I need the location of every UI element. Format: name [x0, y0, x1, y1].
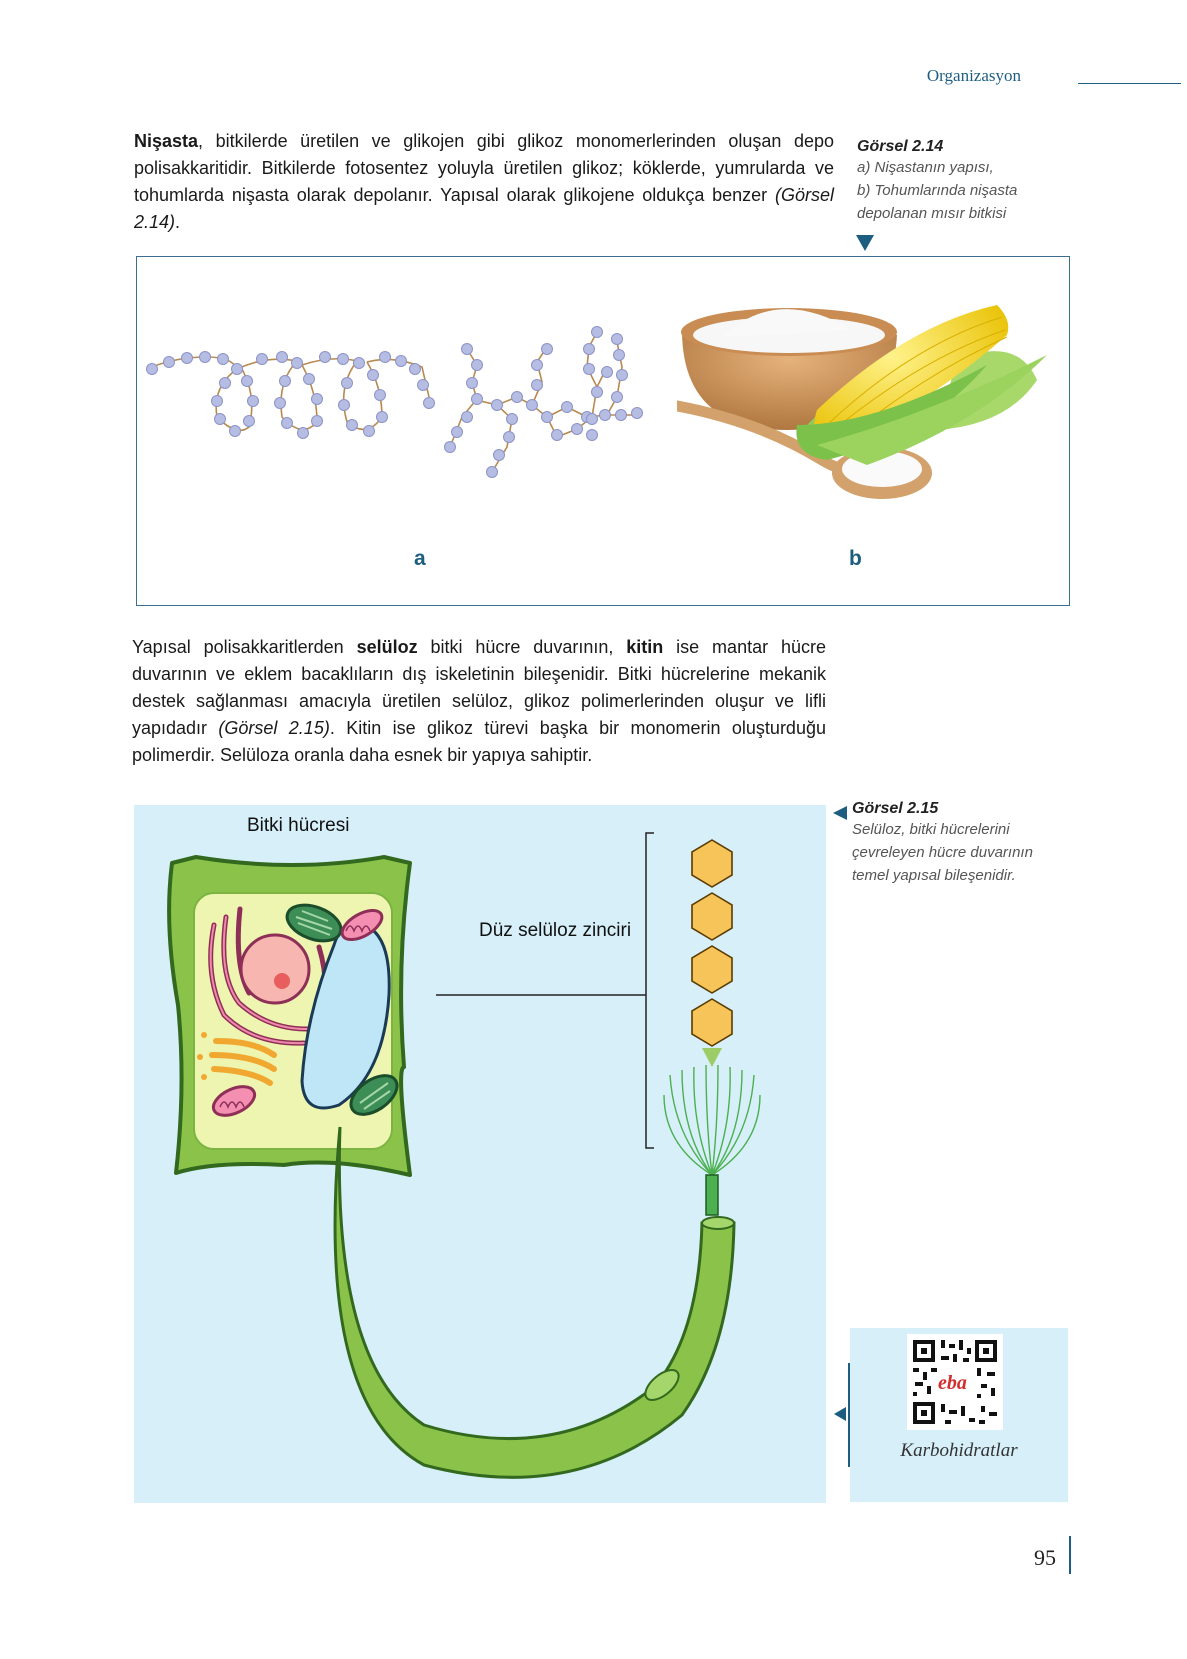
chloroplast [349, 1074, 399, 1116]
microfibril-fan [663, 1064, 761, 1176]
paragraph-cellulose: Yapısal polisakkaritlerden selüloz bitki… [132, 634, 826, 769]
paragraph-end: . [175, 212, 181, 232]
amylose-beads [146, 351, 435, 439]
figure1-frame: a b [136, 256, 1070, 606]
figure1-label-a: a [414, 547, 426, 570]
corn-starch-photo [677, 305, 1047, 499]
figure-ref-2: (Görsel 2.15) [218, 718, 330, 738]
paragraph2-text-1: Yapısal polisakkaritlerden [132, 637, 357, 657]
label-cellulose-chain: Düz selüloz zinciri [479, 920, 632, 941]
golgi-apparatus [209, 1038, 277, 1086]
qr-code-icon[interactable] [907, 1334, 1003, 1430]
figure1-caption-title: Görsel 2.14 [857, 138, 944, 155]
down-arrow-icon [856, 235, 874, 251]
fiber-cross-section [644, 1369, 680, 1401]
glucose-ring-chain [691, 839, 733, 1047]
chloroplast [285, 903, 343, 943]
page-number-rule [1069, 1536, 1071, 1574]
paragraph2-text-2: bitki hücre duvarının, [417, 637, 627, 657]
term-cellulose: selüloz [356, 637, 418, 657]
term-chitin: kitin [626, 637, 664, 657]
starch-structure-illustration [146, 326, 643, 478]
term-starch: Nişasta [134, 131, 199, 151]
figure1-caption-a: a) Nişastanın yapısı, [857, 159, 994, 176]
qr-caption: Karbohidratlar [900, 1440, 1018, 1461]
amylopectin-beads [444, 326, 643, 478]
plant-cell-cellulose-illustration [167, 832, 761, 1479]
nucleolus [274, 973, 290, 989]
header-rule [1078, 83, 1181, 84]
paragraph2-text-3: ise mantar hücre duvarının ve eklem baca… [132, 637, 827, 738]
left-arrow-icon [834, 1407, 846, 1421]
figure2-panel: Bitki hücresi Düz selüloz zinciri [134, 805, 826, 1503]
figure1-caption: Görsel 2.14 a) Nişastanın yapısı, b) Toh… [857, 138, 1067, 225]
figure2-caption: Görsel 2.15 Selüloz, bitki hücrelerini ç… [852, 800, 1067, 887]
zoom-cone [702, 1048, 722, 1067]
eba-logo: eba [938, 1372, 967, 1394]
paragraph2-text-4: . Kitin ise glikoz türevi başka bir mono… [132, 718, 826, 765]
paragraph-starch-text: , bitkilerde üretilen ve glikojen gibi g… [134, 131, 834, 205]
label-plant-cell: Bitki hücresi [247, 815, 350, 836]
figure2-caption-title: Görsel 2.15 [852, 800, 939, 817]
amylose-chain [151, 356, 430, 432]
left-arrow-icon [833, 806, 847, 820]
figure-ref: (Görsel 2.14) [134, 185, 834, 232]
fibril-bundle [705, 1174, 719, 1216]
page-number: 95 [1034, 1545, 1056, 1570]
cellulose-fiber [333, 1126, 736, 1479]
mitochondrion [211, 1085, 257, 1117]
qr-panel: eba Karbohidratlar [850, 1328, 1068, 1502]
section-title: Organizasyon [926, 66, 1021, 85]
figure1-caption-b: b) Tohumlarında nişasta depolanan mısır … [857, 182, 1018, 222]
mitochondrion [340, 908, 384, 942]
nucleus [239, 933, 311, 1005]
figure1-label-b: b [849, 547, 862, 570]
figure2-caption-text: Selüloz, bitki hücrelerini çevreleyen hü… [852, 821, 1033, 884]
paragraph-starch: Nişasta, bitkilerde üretilen ve glikojen… [134, 128, 834, 236]
bracket [645, 832, 654, 1149]
vacuole [300, 921, 391, 1110]
qr-side-rule [848, 1363, 850, 1467]
